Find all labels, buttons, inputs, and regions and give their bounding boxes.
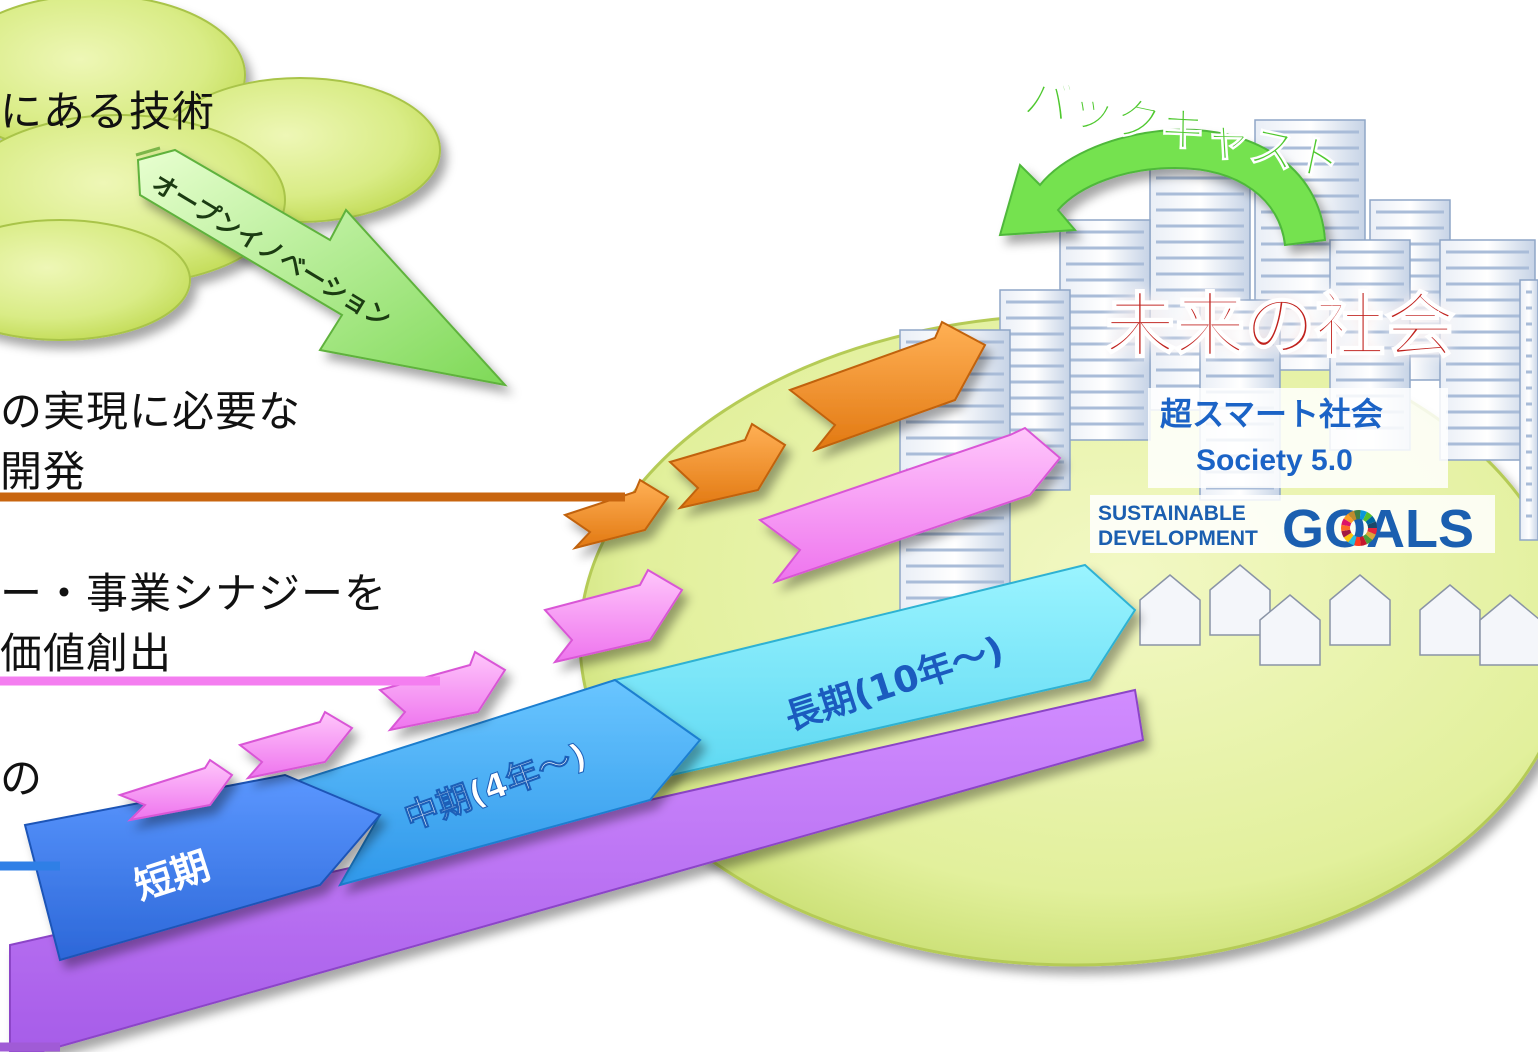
society-panel: [1148, 388, 1448, 488]
building: [1439, 239, 1536, 461]
sdg-wheel-segment: [1365, 531, 1376, 541]
sdgs-logo: SUSTAINABLE DEVELOPMENT GOALS: [1090, 495, 1495, 559]
sdg-sustainable-text: SUSTAINABLE: [1098, 502, 1246, 525]
sdg-wheel-segment: [1363, 534, 1373, 545]
short-term-text: の: [0, 754, 44, 803]
orange-chevron-path: [562, 320, 987, 550]
future-society-title: 未来の社会: [1105, 285, 1455, 367]
existing-tech-label: にある技術: [0, 87, 216, 136]
sdg-wheel-segment: [1354, 536, 1361, 546]
sdg-wheel-segment: [1343, 513, 1354, 524]
house: [1479, 594, 1538, 666]
sdg-wheel-segment: [1359, 536, 1368, 546]
sdg-wheel-icon: [1341, 510, 1377, 546]
sdg-wheel-segment: [1348, 535, 1357, 546]
future-needs-label-1: の実現に必要な: [0, 387, 302, 436]
sdg-wheel-segment: [1354, 510, 1361, 520]
synergy-label-1: ー・事業シナジーを: [0, 569, 388, 618]
building: [1519, 279, 1538, 541]
sdg-wheel-segment: [1363, 511, 1373, 522]
house: [1329, 574, 1391, 646]
society-5-label: Society 5.0: [1196, 444, 1353, 477]
sdg-wheel-segment: [1367, 528, 1377, 535]
building: [1059, 219, 1151, 441]
sdg-wheel-segment: [1359, 510, 1368, 520]
house: [1259, 594, 1321, 666]
base-band: [9, 688, 1145, 1052]
backcast-arrow: [998, 128, 1327, 247]
sdg-goals-text: GOALS: [1282, 499, 1474, 559]
open-innovation-arrow: [135, 146, 508, 387]
sdg-wheel-segment: [1365, 515, 1376, 525]
super-smart-society-label: 超スマート社会: [1160, 395, 1383, 433]
sdg-wheel-segment: [1341, 529, 1352, 538]
sdg-wheel-segment: [1343, 532, 1354, 543]
sdg-wheel-segment: [1348, 510, 1357, 521]
sdg-wheel-segment: [1367, 521, 1377, 528]
sdg-development-text: DEVELOPMENT: [1098, 527, 1258, 550]
short-term-arrow: [23, 773, 382, 962]
sdg-wheel-segment: [1341, 524, 1351, 532]
synergy-label-2: 価値創出: [0, 629, 173, 678]
sdg-wheel-segment: [1341, 518, 1352, 527]
pink-chevron-path: [117, 426, 1062, 822]
future-needs-label-2: 開発: [0, 447, 87, 496]
house: [1139, 574, 1201, 646]
